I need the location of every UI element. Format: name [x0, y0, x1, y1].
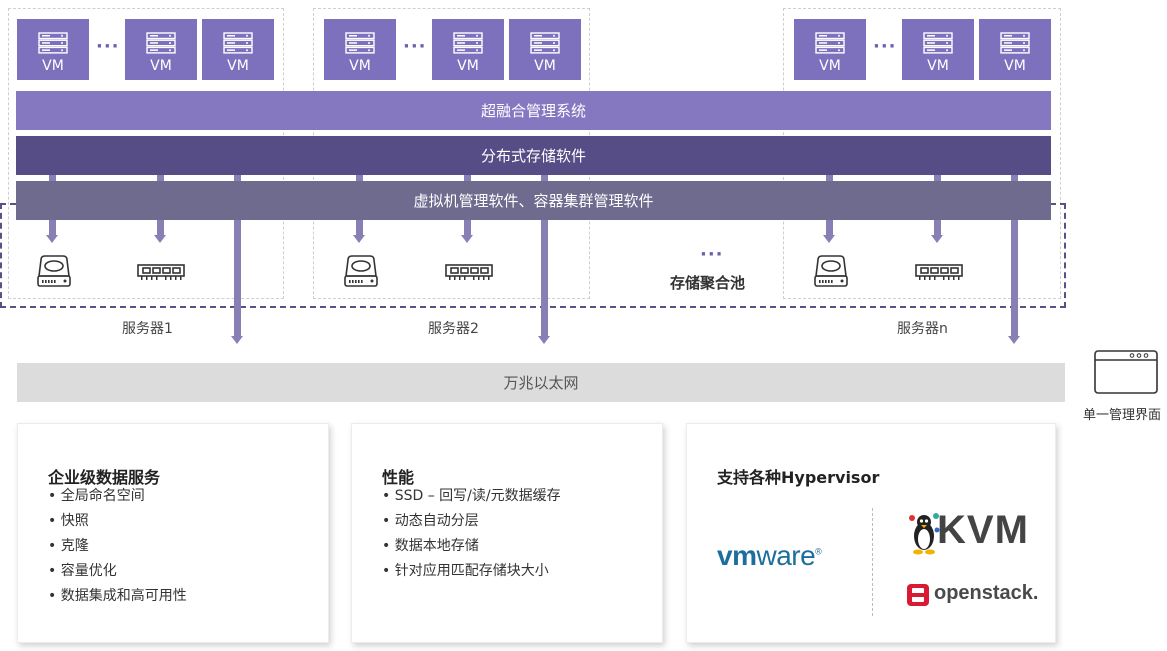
virtualization-software-band: 虚拟机管理软件、容器集群管理软件 — [16, 181, 1051, 220]
arrow-down-icon — [154, 235, 166, 243]
vm-block: VM — [902, 19, 974, 80]
vm-ellipsis: ··· — [873, 36, 897, 57]
arrow-down-icon — [461, 235, 473, 243]
arrow-down-icon — [1008, 336, 1020, 344]
server-rack-icon — [815, 32, 845, 54]
arrow-down-icon — [931, 235, 943, 243]
vm-block: VM — [432, 19, 504, 80]
arrow-down-icon — [231, 336, 243, 344]
card-title: 性能 — [382, 468, 415, 487]
vm-label: VM — [1004, 58, 1026, 74]
storage-pool-label: 存储聚合池 — [670, 274, 746, 292]
vm-label: VM — [349, 58, 371, 74]
server-rack-icon — [223, 32, 253, 54]
arrow-down-icon — [46, 235, 58, 243]
card-enterprise-data-services: 企业级数据服务 全局命名空间快照克隆容量优化数据集成和高可用性 — [17, 423, 329, 643]
card-list: 全局命名空间快照克隆容量优化数据集成和高可用性 — [48, 484, 187, 609]
openstack-text: openstack. — [934, 582, 1039, 604]
server-rack-icon — [923, 32, 953, 54]
card-hypervisor-support: 支持各种Hypervisor vmware® KVM openstack. — [686, 423, 1056, 643]
list-item: SSD – 回写/读/元数据缓存 — [382, 484, 561, 509]
logo-divider — [872, 508, 873, 616]
list-item: 全局命名空间 — [48, 484, 187, 509]
server-rack-icon — [453, 32, 483, 54]
list-item: 快照 — [48, 509, 187, 534]
vm-block: VM — [324, 19, 396, 80]
arrow-down-icon — [353, 235, 365, 243]
vm-label: VM — [150, 58, 172, 74]
list-item: 数据集成和高可用性 — [48, 584, 187, 609]
list-item: 数据本地存储 — [382, 534, 561, 559]
vm-ellipsis: ··· — [96, 36, 120, 57]
memory-module-icon — [445, 262, 493, 286]
server-label-n: 服务器n — [897, 321, 948, 337]
vm-label: VM — [819, 58, 841, 74]
vmware-logo: vmware® — [717, 540, 822, 571]
network-connector-line — [541, 175, 548, 337]
list-item: 容量优化 — [48, 559, 187, 584]
list-item: 动态自动分层 — [382, 509, 561, 534]
card-title: 支持各种Hypervisor — [717, 468, 880, 487]
vm-label: VM — [927, 58, 949, 74]
vm-block: VM — [979, 19, 1051, 80]
server-label-1: 服务器1 — [122, 321, 173, 337]
list-item: 克隆 — [48, 534, 187, 559]
server-rack-icon — [146, 32, 176, 54]
kvm-logo: KVM — [907, 508, 1037, 558]
vm-block: VM — [202, 19, 274, 80]
arrow-down-icon — [823, 235, 835, 243]
distributed-storage-band: 分布式存储软件 — [16, 136, 1051, 175]
hci-management-band: 超融合管理系统 — [16, 91, 1051, 130]
card-list: SSD – 回写/读/元数据缓存动态自动分层数据本地存储针对应用匹配存储块大小 — [382, 484, 561, 584]
vm-block: VM — [125, 19, 197, 80]
hard-disk-icon — [36, 254, 72, 292]
single-ui-label: 单一管理界面 — [1083, 408, 1162, 423]
vm-label: VM — [534, 58, 556, 74]
hard-disk-icon — [343, 254, 379, 292]
server-label-2: 服务器2 — [428, 321, 479, 337]
server-rack-icon — [345, 32, 375, 54]
memory-module-icon — [137, 262, 185, 286]
server-rack-icon — [38, 32, 68, 54]
network-connector-line — [234, 175, 241, 337]
network-connector-line — [1011, 175, 1018, 337]
vm-label: VM — [42, 58, 64, 74]
vm-block: VM — [509, 19, 581, 80]
card-title: 企业级数据服务 — [48, 468, 161, 487]
arrow-down-icon — [538, 336, 550, 344]
server-rack-icon — [1000, 32, 1030, 54]
network-band: 万兆以太网 — [17, 363, 1065, 402]
vm-label: VM — [227, 58, 249, 74]
kvm-text: KVM — [937, 508, 1029, 552]
openstack-logo: openstack. — [907, 582, 1039, 608]
openstack-icon — [907, 584, 929, 606]
browser-window-icon — [1094, 350, 1158, 394]
vm-label: VM — [457, 58, 479, 74]
card-performance: 性能 SSD – 回写/读/元数据缓存动态自动分层数据本地存储针对应用匹配存储块… — [351, 423, 663, 643]
vm-ellipsis: ··· — [403, 36, 427, 57]
server-rack-icon — [530, 32, 560, 54]
memory-module-icon — [915, 262, 963, 286]
list-item: 针对应用匹配存储块大小 — [382, 559, 561, 584]
pool-ellipsis: ··· — [700, 244, 724, 265]
hard-disk-icon — [813, 254, 849, 292]
vm-block: VM — [17, 19, 89, 80]
tux-penguin-icon — [909, 513, 940, 555]
vm-block: VM — [794, 19, 866, 80]
